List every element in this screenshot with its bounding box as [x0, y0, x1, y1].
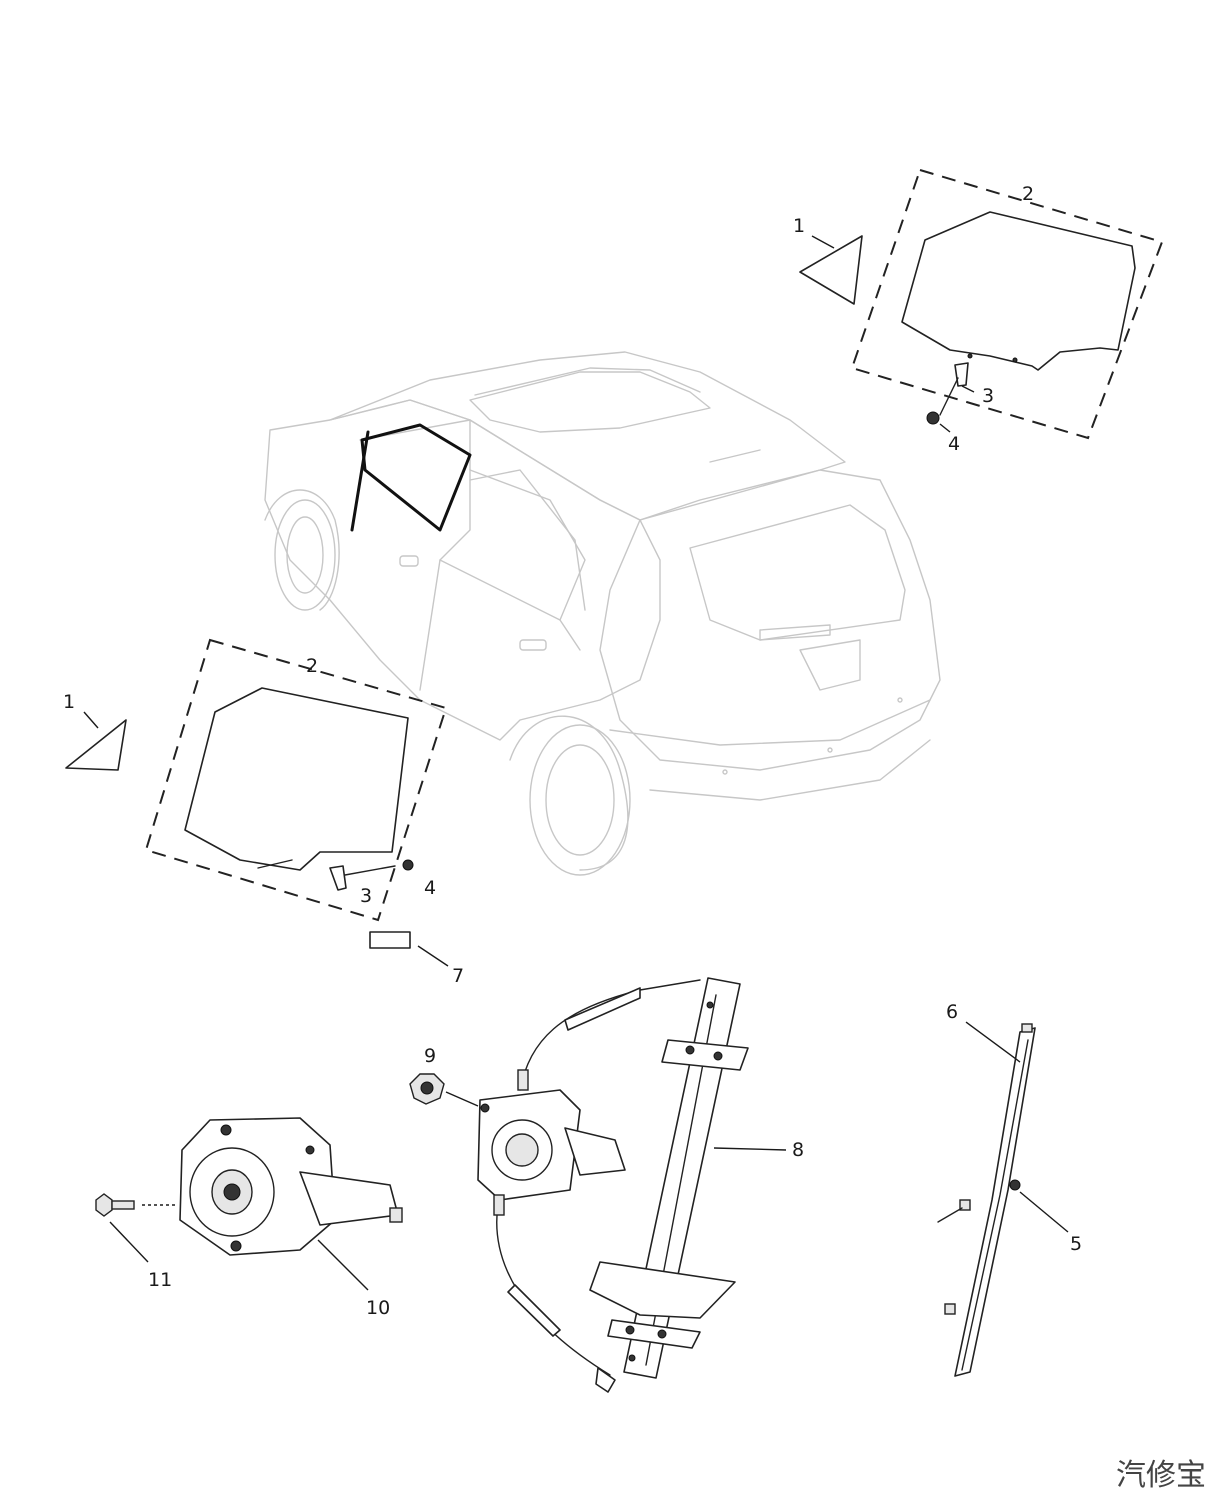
callout-glass-run-channel: 6	[946, 1001, 958, 1023]
callout-motor-bolt: 11	[148, 1269, 172, 1291]
callout-clip-right: 3	[982, 385, 994, 407]
callout-motor: 10	[366, 1297, 390, 1319]
screw-left	[402, 859, 414, 871]
callout-screw-right: 4	[948, 433, 960, 455]
callout-quarter-glass-right: 1	[793, 215, 805, 237]
callout-label-plate: 7	[452, 965, 464, 987]
window-regulator	[477, 977, 749, 1393]
vehicle-outline	[264, 351, 941, 876]
callout-door-glass-left: 2	[306, 655, 318, 677]
watermark-text: 汽修宝	[1116, 1458, 1206, 1493]
clip-right	[954, 362, 969, 387]
callout-quarter-glass-left: 1	[63, 691, 75, 713]
window-motor	[179, 1117, 403, 1256]
clip-left	[329, 865, 347, 891]
screw-right	[926, 411, 940, 425]
motor-bolt	[95, 1193, 135, 1217]
quarter-glass-left	[65, 719, 127, 771]
callout-screw-left: 4	[424, 877, 436, 899]
rear-right-glass-group	[799, 168, 1164, 440]
door-glass-left	[184, 687, 409, 871]
nut	[409, 1073, 445, 1105]
callout-nut: 9	[424, 1045, 436, 1067]
glass-run-channel	[937, 1023, 1036, 1377]
rear-left-glass-group	[65, 638, 448, 922]
callout-door-glass-right: 2	[1022, 183, 1034, 205]
callout-clip-left: 3	[360, 885, 372, 907]
channel-screw	[1009, 1179, 1021, 1191]
callout-channel-screw: 5	[1070, 1233, 1082, 1255]
callout-window-regulator: 8	[792, 1139, 804, 1161]
quarter-glass-right	[799, 235, 863, 305]
door-glass-right	[901, 211, 1136, 371]
label-plate	[369, 931, 411, 949]
